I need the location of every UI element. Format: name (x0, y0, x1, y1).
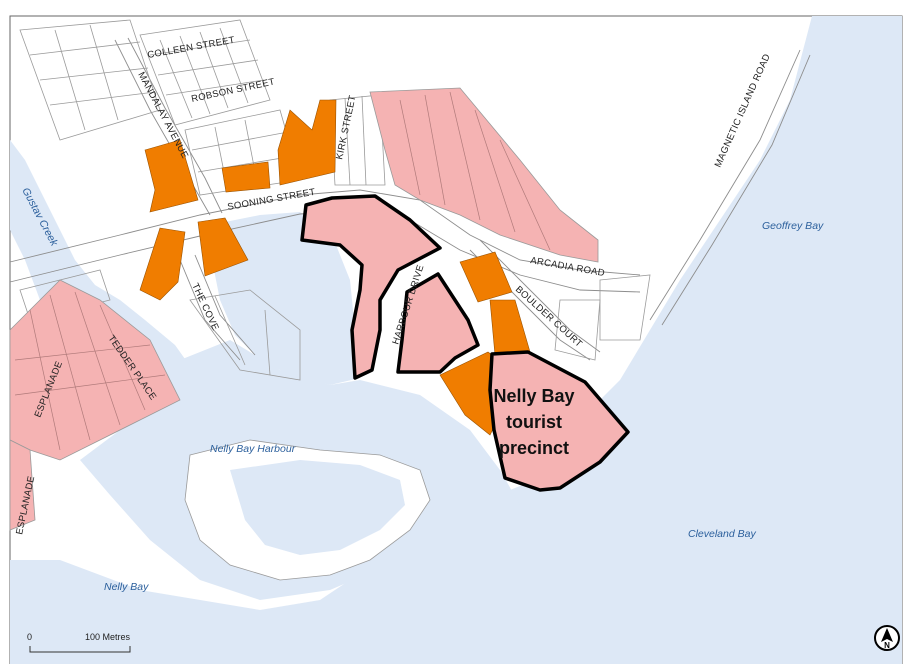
parcel-grid (19, 19, 651, 381)
precinct-parcel-north (300, 194, 442, 380)
north-letter: N (884, 641, 890, 650)
scale-label: 100 Metres (85, 632, 131, 642)
precinct-label-line2: tourist (506, 412, 562, 432)
precinct-label-line3: precinct (499, 438, 569, 458)
sea-area (10, 16, 902, 664)
precinct-parcel-south (488, 350, 630, 492)
water-cleveland: Cleveland Bay (688, 528, 756, 540)
breakwater-inner-water (230, 460, 405, 555)
tourist-precinct (300, 194, 630, 492)
scale-bar: 0 100 Metres (27, 632, 131, 653)
precinct-label-line1: Nelly Bay (493, 386, 574, 406)
water-nelly: Nelly Bay (104, 581, 149, 593)
water-geoffrey: Geoffrey Bay (762, 220, 824, 232)
harbour-channel (210, 212, 360, 385)
water-harbour: Nelly Bay Harbour (210, 443, 296, 455)
precinct-label: Nelly Bay tourist precinct (493, 386, 574, 458)
precinct-parcel-middle (396, 272, 480, 374)
pink-parcel-lines (14, 91, 551, 451)
north-arrow-icon: N (874, 625, 900, 651)
scale-zero: 0 (27, 632, 32, 642)
